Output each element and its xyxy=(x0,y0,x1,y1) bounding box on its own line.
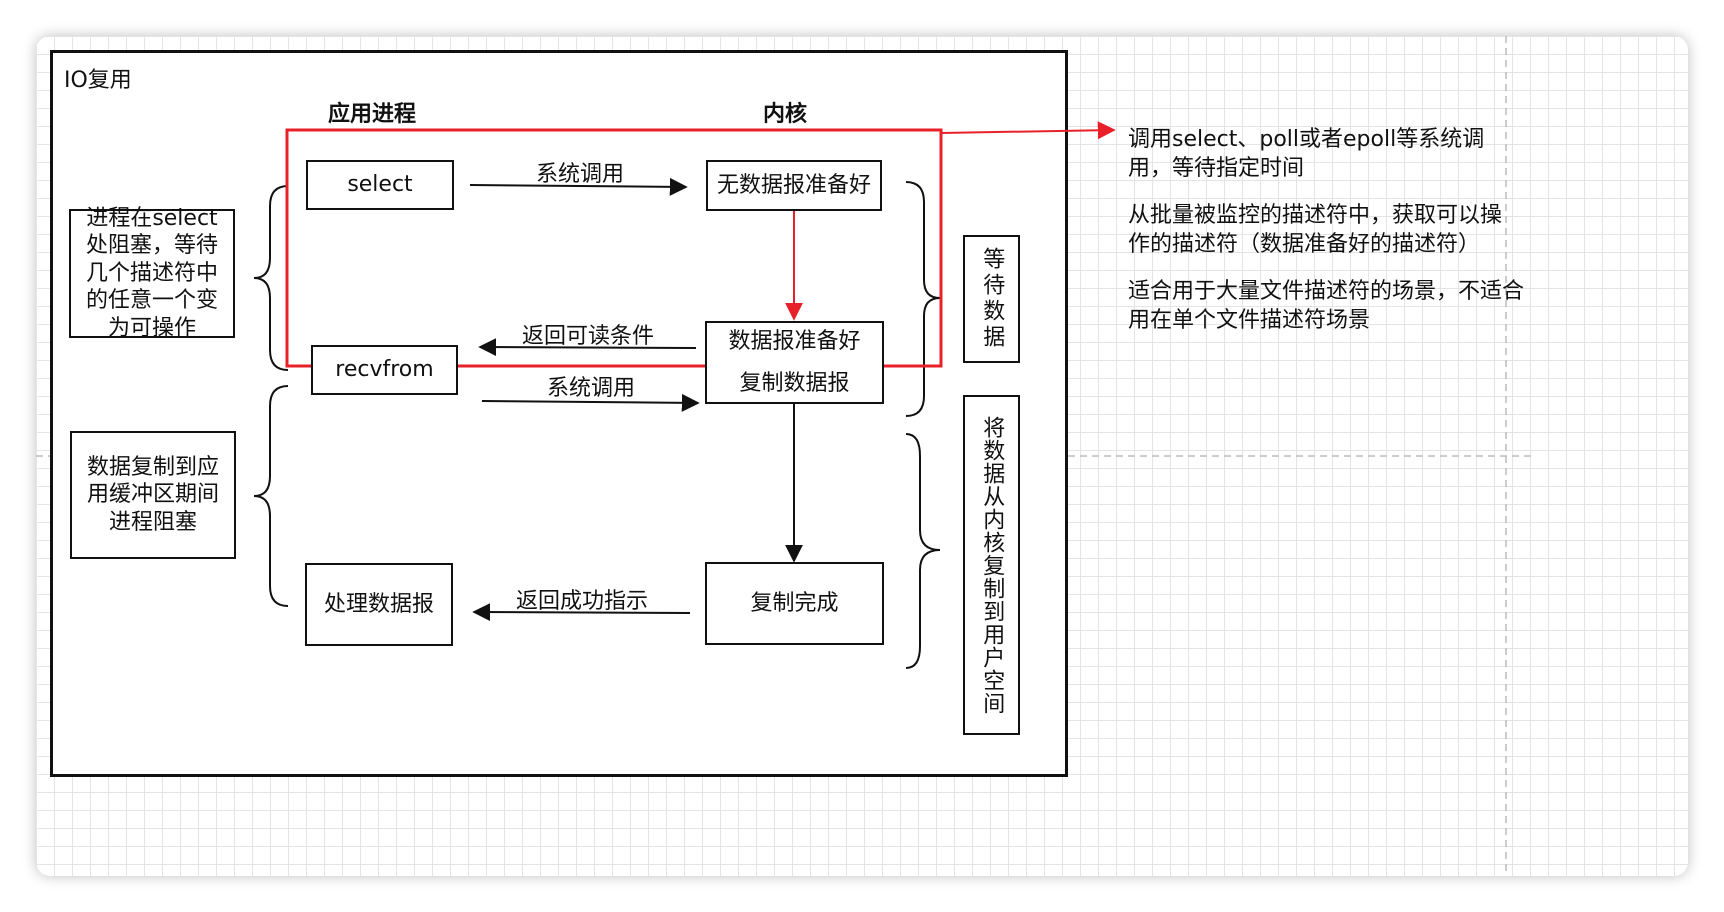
return-readable-arrow xyxy=(478,338,697,357)
connectors-layer xyxy=(253,121,1116,669)
diagram-canvas: IO复用 应用进程 内核 select recvfrom 处理数据报 无数据报准… xyxy=(36,36,1688,876)
datagram-ready-label: 数据报准备好 xyxy=(728,329,861,354)
syscall-arrow-2 xyxy=(481,393,700,412)
annotation-select-usage: 调用select、poll或者epoll等系统调用，等待指定时间 xyxy=(1128,127,1485,181)
blocked-at-select-note: 进程在select处阻塞，等待几个描述符中的任意一个变为可操作 xyxy=(69,206,235,341)
wait-data-phase-label: 等待数据 xyxy=(979,247,1005,351)
return-success-arrow xyxy=(472,603,691,622)
brace-copy-data xyxy=(905,433,941,669)
no-datagram-ready-box: 无数据报准备好 xyxy=(706,160,882,211)
brace-wait-data xyxy=(905,181,941,417)
annotation-batch-descriptors: 从批量被监控的描述符中，获取可以操作的描述符（数据准备好的描述符） xyxy=(1128,203,1503,257)
syscall-label-1: 系统调用 xyxy=(536,162,625,187)
copy-datagram-label: 复制数据报 xyxy=(739,370,850,396)
syscall-label-2: 系统调用 xyxy=(547,376,636,401)
app-process-header: 应用进程 xyxy=(328,102,417,127)
brace-select-block xyxy=(253,185,289,371)
highlight-pointer-arrow xyxy=(940,121,1116,140)
frame-title: IO复用 xyxy=(64,68,132,93)
wait-data-phase-box: 等待数据 xyxy=(963,235,1020,363)
io-multiplex-frame xyxy=(50,50,1068,777)
brace-copy-block xyxy=(253,385,289,607)
select-call-box: select xyxy=(306,160,454,210)
datagram-ready-box: 数据报准备好 复制数据报 xyxy=(705,321,884,404)
blocked-during-copy-note: 数据复制到应用缓冲区期间进程阻塞 xyxy=(70,431,236,559)
annotation-use-case: 适合用于大量文件描述符的场景，不适合用在单个文件描述符场景 xyxy=(1128,279,1525,333)
copy-data-phase-box: 将数据从内核复制到用户空间 xyxy=(963,395,1020,735)
select-highlight-rect xyxy=(285,128,943,368)
kernel-header: 内核 xyxy=(763,102,808,127)
return-success-label: 返回成功指示 xyxy=(516,589,649,614)
syscall-arrow-1 xyxy=(469,177,688,196)
copy-complete-box: 复制完成 xyxy=(705,562,884,645)
copy-data-phase-label: 将数据从内核复制到用户空间 xyxy=(979,415,1005,715)
return-readable-label: 返回可读条件 xyxy=(522,324,655,349)
recvfrom-call-box: recvfrom xyxy=(311,345,458,395)
process-datagram-box: 处理数据报 xyxy=(305,563,453,646)
